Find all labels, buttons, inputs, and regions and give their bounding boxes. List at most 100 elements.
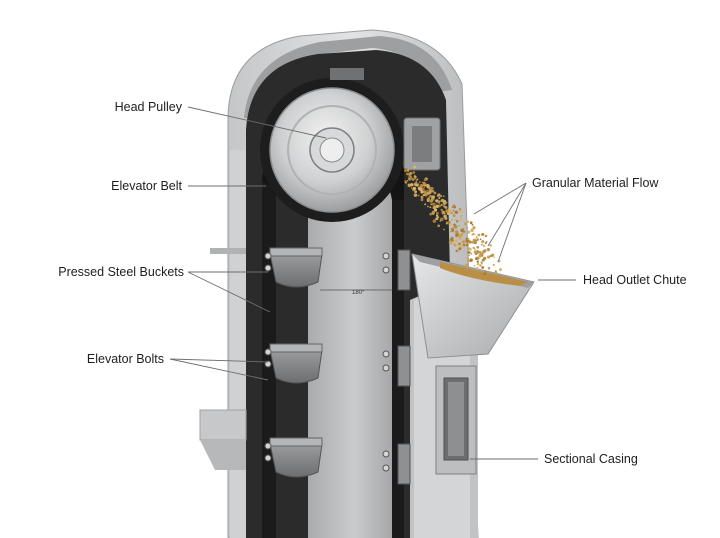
grain-particle <box>450 236 454 240</box>
grain-particle <box>472 226 476 230</box>
grain-particle <box>431 187 434 190</box>
grain-particle <box>413 177 416 181</box>
grain-particle <box>484 234 488 238</box>
grain-particle <box>440 203 443 207</box>
grain-particle <box>481 240 485 244</box>
grain-particle <box>428 200 432 203</box>
grain-particle <box>458 250 461 253</box>
angle-marker: 180° <box>320 289 392 296</box>
grain-particle <box>414 184 417 186</box>
grain-particle <box>493 256 495 258</box>
grain-particle <box>454 210 459 215</box>
grain-particle <box>447 208 450 210</box>
grain-particle <box>448 241 453 245</box>
grain-particle <box>436 212 439 215</box>
grain-particle <box>459 209 463 213</box>
grain-particle <box>458 247 461 251</box>
side-brackets <box>199 248 247 470</box>
grain-particle <box>433 191 437 195</box>
label-pressed-steel-buckets: Pressed Steel Buckets <box>58 265 184 279</box>
grain-particle <box>480 243 483 246</box>
grain-particle <box>451 239 454 242</box>
grain-particle <box>440 208 443 212</box>
grain-particle <box>452 214 456 217</box>
grain-particle <box>483 249 487 253</box>
grain-particle <box>422 181 426 185</box>
grain-particle <box>441 212 444 215</box>
grain-particle <box>415 179 418 182</box>
grain-particle <box>432 198 435 201</box>
grain-particle <box>419 183 424 188</box>
grain-particle <box>466 257 470 261</box>
grain-particle <box>459 218 462 222</box>
grain-particle <box>485 241 488 243</box>
grain-particle <box>410 183 414 187</box>
grain-particle <box>410 176 412 178</box>
grain-particle <box>422 194 425 197</box>
grain-particle <box>467 230 471 234</box>
grain-particle <box>446 211 451 215</box>
grain-particle <box>440 195 443 198</box>
grain-particle <box>453 225 458 229</box>
label-head-outlet-chute: Head Outlet Chute <box>583 273 687 287</box>
grain-particle <box>449 238 452 241</box>
grain-particle <box>452 204 456 208</box>
grain-particle <box>477 233 481 237</box>
grain-particle <box>478 253 482 258</box>
grain-particle <box>418 187 423 191</box>
grain-particle <box>469 258 473 262</box>
grain-particle <box>494 271 498 275</box>
grain-particle <box>466 259 470 263</box>
grain-particle <box>466 220 470 224</box>
grain-particle <box>412 186 417 191</box>
grain-particle <box>479 253 482 255</box>
grain-particle <box>457 242 462 246</box>
grain-particle <box>456 220 459 223</box>
grain-particle <box>459 216 463 219</box>
grain-particle <box>465 237 468 240</box>
grain-particle <box>443 205 446 208</box>
grain-particle <box>461 240 465 243</box>
grain-particle <box>406 180 409 182</box>
grain-particle <box>449 230 452 233</box>
grain-particle <box>464 263 469 268</box>
grain-particle <box>424 184 427 187</box>
grain-particle <box>432 210 435 214</box>
label-granular-material-flow: Granular Material Flow <box>532 176 659 190</box>
grain-particle <box>432 219 437 223</box>
grain-particle <box>460 241 462 244</box>
grain-particle <box>435 204 439 208</box>
grain-particle <box>450 211 453 215</box>
grain-particle <box>444 216 448 220</box>
grain-particle <box>462 232 465 235</box>
label-head-pulley: Head Pulley <box>114 100 182 114</box>
grain-particle <box>475 237 478 239</box>
grain-particle <box>445 209 449 213</box>
grain-particle <box>492 263 495 266</box>
grain-particle <box>429 212 432 216</box>
grain-particle <box>468 240 472 244</box>
grain-particle <box>420 195 424 199</box>
grain-particle <box>423 186 426 189</box>
grain-particle <box>440 217 444 222</box>
grain-particle <box>467 237 470 240</box>
grain-particle <box>437 224 441 228</box>
grain-particle <box>437 200 440 204</box>
head-outlet-chute-shape <box>411 253 535 359</box>
grain-particle <box>432 207 435 209</box>
grain-particle <box>473 264 476 267</box>
grain-particle <box>415 193 417 196</box>
pressed-steel-buckets-shape <box>269 247 411 485</box>
grain-particle <box>454 239 458 243</box>
grain-particle <box>460 236 463 239</box>
grain-particle <box>443 195 445 197</box>
grain-particle <box>426 205 429 208</box>
grain-particle <box>414 190 418 194</box>
grain-particle <box>458 244 462 248</box>
grain-particle <box>451 218 453 221</box>
leader-head-pulley <box>187 106 327 139</box>
grain-particle <box>466 243 469 247</box>
grain-particle <box>454 231 457 234</box>
grain-particle <box>458 225 460 227</box>
grain-particle <box>442 201 447 205</box>
